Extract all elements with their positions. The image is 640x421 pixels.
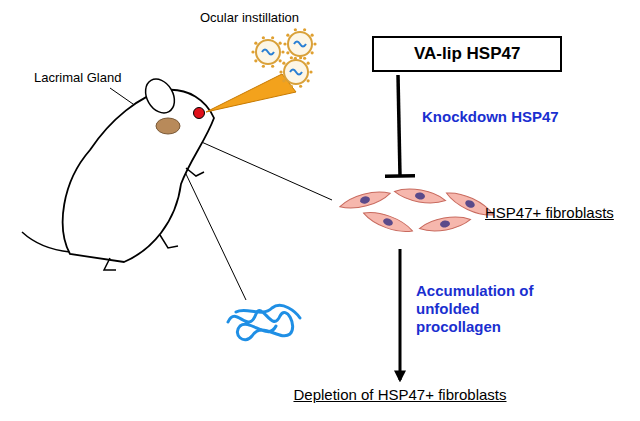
mouse-eye — [194, 108, 205, 119]
lipid-head — [254, 42, 257, 45]
lipid-head — [286, 34, 289, 37]
fibroblast — [338, 187, 391, 212]
cell-group: HSP47+ fibroblasts — [345, 180, 625, 246]
lipid-head — [290, 56, 293, 59]
mouse-ear — [140, 74, 181, 118]
lipid-head — [290, 85, 293, 88]
lipid-head — [251, 50, 254, 53]
lipid-head — [283, 42, 286, 45]
fibroblast — [418, 214, 471, 235]
edge-label: Accumulation of unfolded procollagen — [416, 282, 566, 336]
lipid-head — [282, 62, 285, 65]
arrow-connector — [398, 249, 401, 380]
lipid-head — [303, 28, 306, 31]
node-text: HSP47+ fibroblasts — [485, 204, 614, 221]
edge-label: Knockdown HSP47 — [422, 108, 582, 126]
lipid-head — [311, 51, 314, 54]
outcome-label: Depletion of HSP47+ fibroblasts — [289, 384, 510, 405]
annotation-label: Lacrimal Gland — [34, 70, 121, 85]
lipid-head — [303, 57, 306, 60]
lipid-head — [307, 79, 310, 82]
agent-box: VA-lip HSP47 — [372, 36, 562, 72]
lipid-head — [281, 50, 284, 53]
dropper — [206, 74, 296, 112]
lipid-head — [279, 42, 282, 45]
fibroblast-cells — [338, 186, 496, 237]
lipid-head — [313, 42, 316, 45]
sirna — [262, 50, 274, 55]
lipid-head — [279, 59, 282, 62]
mouse-feet — [104, 235, 178, 270]
liposome — [288, 32, 312, 56]
lipid-head — [309, 70, 312, 73]
liposome — [256, 40, 280, 64]
lipid-head — [299, 56, 302, 59]
annotation-label: Ocular instillation — [200, 10, 299, 25]
lipid-head — [262, 65, 265, 68]
lipid-head — [307, 62, 310, 65]
inhibition-bar — [385, 174, 415, 178]
unfolded-procollagen — [228, 305, 300, 339]
mouse-illustration — [22, 74, 214, 270]
mouse-paw — [186, 168, 204, 176]
node-text: Depletion of HSP47+ fibroblasts — [293, 386, 506, 403]
lipid-head — [262, 36, 265, 39]
lipid-head — [282, 79, 285, 82]
sirna — [290, 70, 302, 75]
fibroblast — [393, 186, 446, 207]
lipid-head — [294, 28, 297, 31]
lipid-head — [271, 65, 274, 68]
mouse-body — [63, 90, 214, 262]
lipid-head — [271, 36, 274, 39]
lacrimal-gland — [156, 118, 180, 134]
sirna — [294, 42, 306, 47]
node-text: VA-lip HSP47 — [414, 44, 520, 64]
liposomes — [251, 28, 316, 88]
lipid-head — [299, 85, 302, 88]
liposome — [284, 60, 308, 84]
fibroblast — [362, 207, 415, 236]
lipid-head — [311, 34, 314, 37]
lipid-head — [254, 59, 257, 62]
lipid-head — [279, 70, 282, 73]
lipid-head — [286, 51, 289, 54]
inhibition-connector — [398, 75, 400, 176]
